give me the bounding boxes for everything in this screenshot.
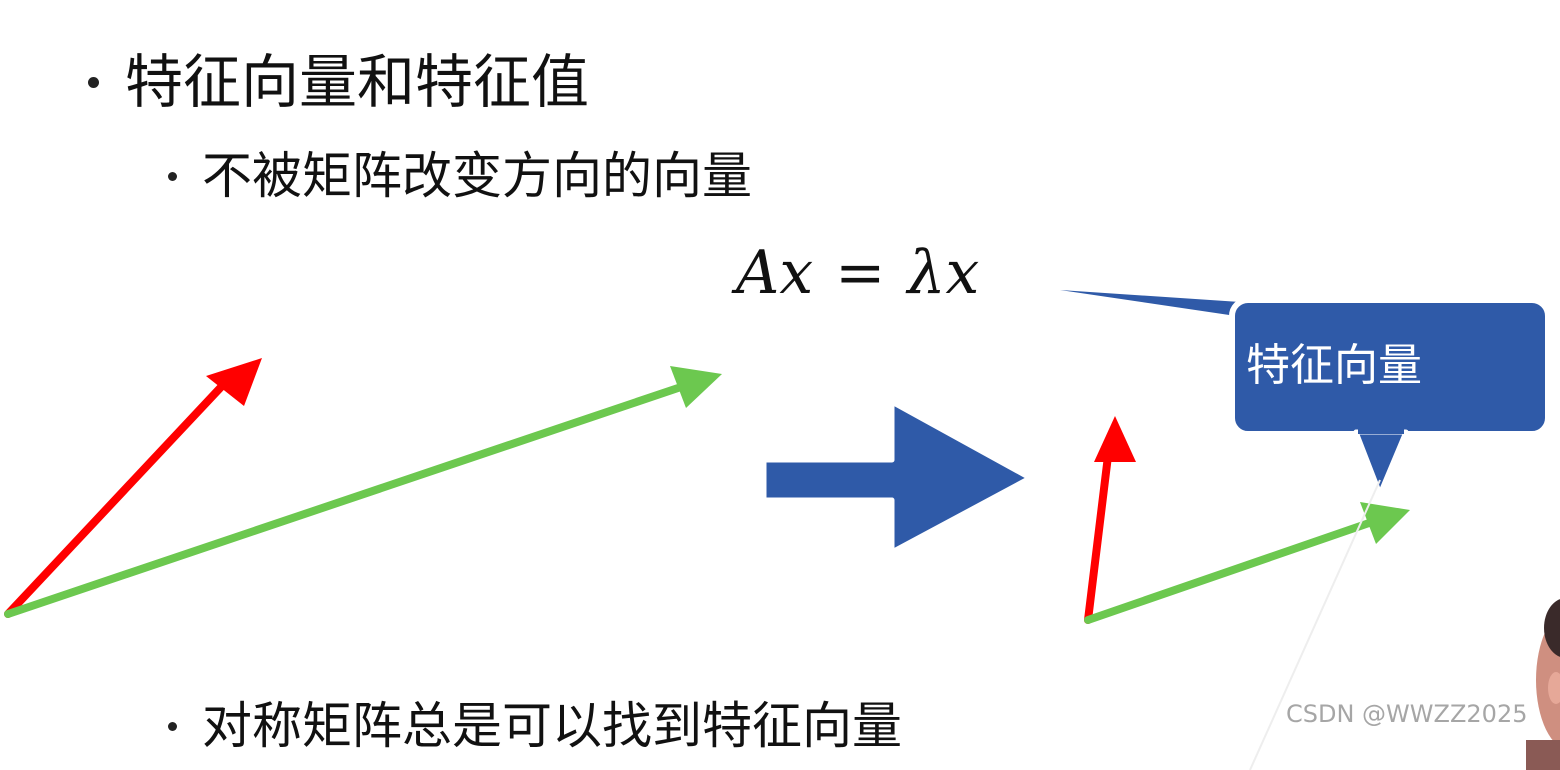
right-arrow-icon <box>764 402 1030 552</box>
sub-bullet-2: 对称矩阵总是可以找到特征向量 <box>168 694 902 758</box>
bullet-dot-icon <box>168 722 177 731</box>
callout-label: 特征向量 <box>1246 334 1422 398</box>
callout-equation-pointer <box>972 284 1252 316</box>
presenter-thumbnail <box>1526 598 1560 770</box>
watermark: CSDN @WWZZ2025 <box>1286 698 1527 730</box>
red-vector-after <box>1088 416 1136 620</box>
green-vector-before <box>8 366 722 614</box>
red-vector-before <box>8 358 262 614</box>
sub-bullet-2-text: 对称矩阵总是可以找到特征向量 <box>202 694 902 758</box>
